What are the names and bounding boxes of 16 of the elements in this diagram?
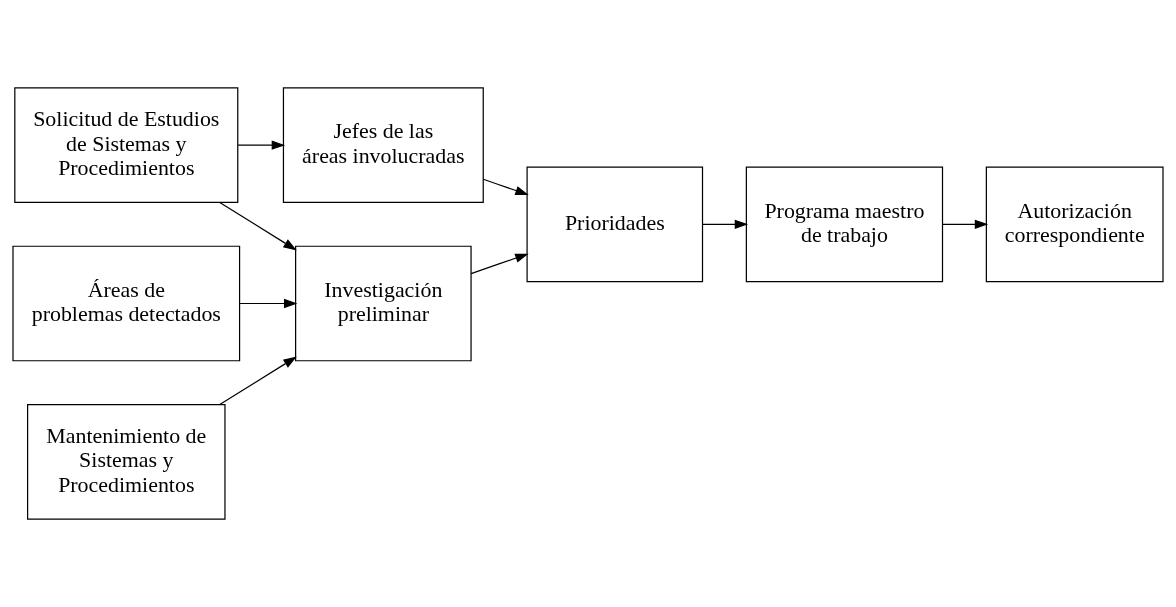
arrow	[942, 219, 989, 229]
arrow	[239, 298, 298, 309]
arrow	[701, 219, 749, 229]
arrow	[219, 201, 297, 251]
node-box: Jefes de las áreas involucradas	[282, 87, 484, 203]
arrow	[482, 178, 529, 196]
node-box: Prioridades	[526, 166, 704, 283]
node-box: Solicitud de Estudios de Sistemas y Procedimientos	[14, 87, 239, 203]
node-box: Investigación preliminar	[295, 245, 472, 362]
node-box: Mantenimiento de Sistemas y Procedimientos	[27, 404, 226, 520]
arrow	[237, 140, 286, 150]
arrow	[470, 253, 529, 275]
node-box: Autorización correspondiente	[985, 166, 1164, 283]
node-box: Programa maestro de trabajo	[745, 166, 944, 283]
arrow	[219, 356, 297, 406]
node-box: Áreas de problemas detectados	[12, 245, 241, 362]
